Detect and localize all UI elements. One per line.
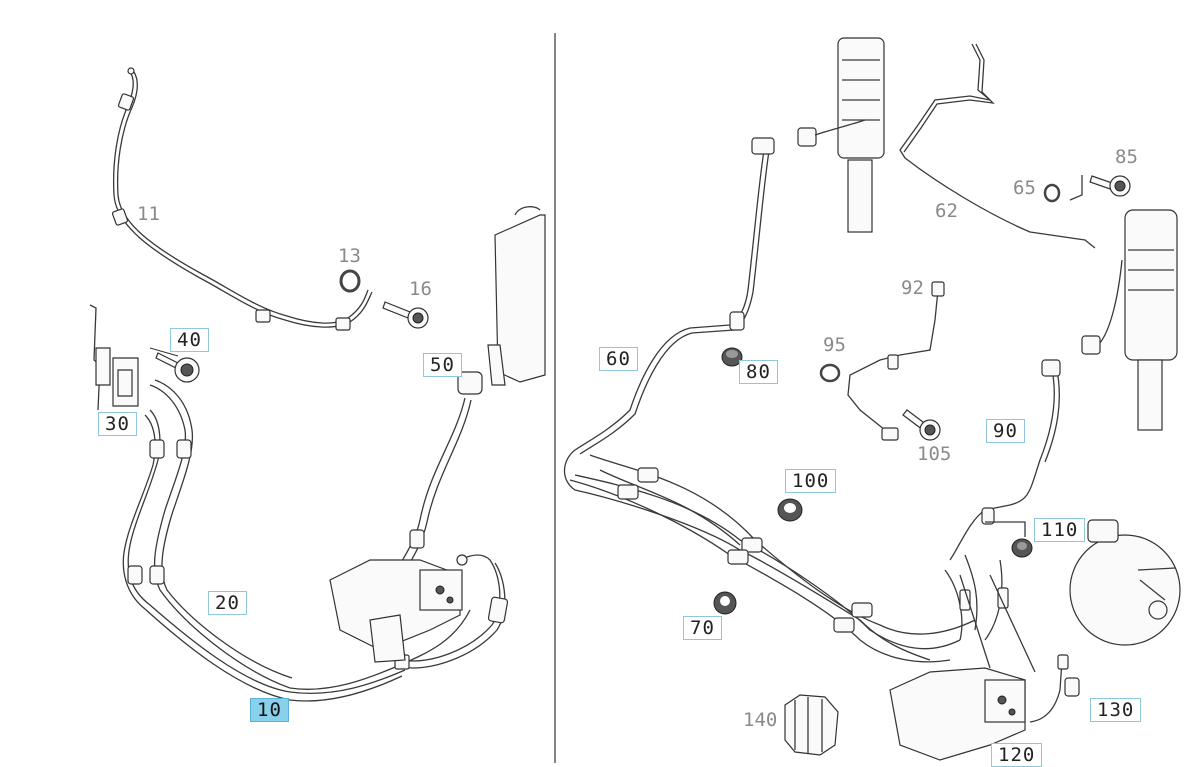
label-13: 13 — [338, 245, 361, 267]
washer-95 — [819, 363, 841, 383]
label-16: 16 — [409, 278, 432, 300]
label-95: 95 — [823, 334, 846, 356]
label-130: 130 — [1090, 698, 1142, 722]
valve-block-right — [889, 667, 1026, 761]
label-92: 92 — [901, 277, 924, 299]
label-140: 140 — [743, 709, 778, 731]
label-10: 10 — [250, 698, 289, 722]
label-90: 90 — [986, 419, 1025, 443]
grommet-70 — [713, 591, 737, 615]
grommet-100 — [777, 498, 803, 522]
bolt-16 — [382, 301, 429, 329]
washer-65 — [1043, 183, 1061, 203]
label-85: 85 — [1115, 146, 1138, 168]
label-62: 62 — [935, 200, 958, 222]
bolt-105 — [902, 409, 941, 441]
valve-block-left — [329, 559, 463, 663]
bracket-30 — [89, 304, 139, 411]
line-10 — [394, 554, 509, 670]
line-11 — [111, 67, 373, 331]
strut-left — [797, 37, 885, 233]
label-20: 20 — [208, 591, 247, 615]
washer-13 — [339, 269, 361, 293]
label-120: 120 — [991, 743, 1043, 767]
label-80: 80 — [739, 360, 778, 384]
reservoir — [487, 206, 546, 386]
bolt-85 — [1089, 175, 1131, 197]
label-65: 65 — [1013, 177, 1036, 199]
label-70: 70 — [683, 616, 722, 640]
label-30: 30 — [98, 412, 137, 436]
label-105: 105 — [917, 443, 952, 465]
line-62 — [899, 43, 1096, 249]
label-60: 60 — [599, 347, 638, 371]
strut-right — [1081, 209, 1178, 431]
damper-140 — [784, 694, 839, 756]
line-60 — [563, 137, 931, 661]
label-50: 50 — [423, 353, 462, 377]
line-130 — [1029, 654, 1080, 723]
grommet-80 — [721, 347, 743, 367]
grommet-110 — [1011, 538, 1033, 558]
label-100: 100 — [785, 469, 837, 493]
line-bundle — [569, 454, 976, 663]
line-20 — [122, 379, 471, 702]
label-110: 110 — [1034, 518, 1086, 542]
accumulator — [1069, 519, 1181, 646]
label-40: 40 — [170, 328, 209, 352]
label-11: 11 — [137, 203, 160, 225]
line-92 — [847, 281, 945, 441]
bolt-40 — [149, 347, 200, 383]
line-90 — [949, 359, 1061, 561]
